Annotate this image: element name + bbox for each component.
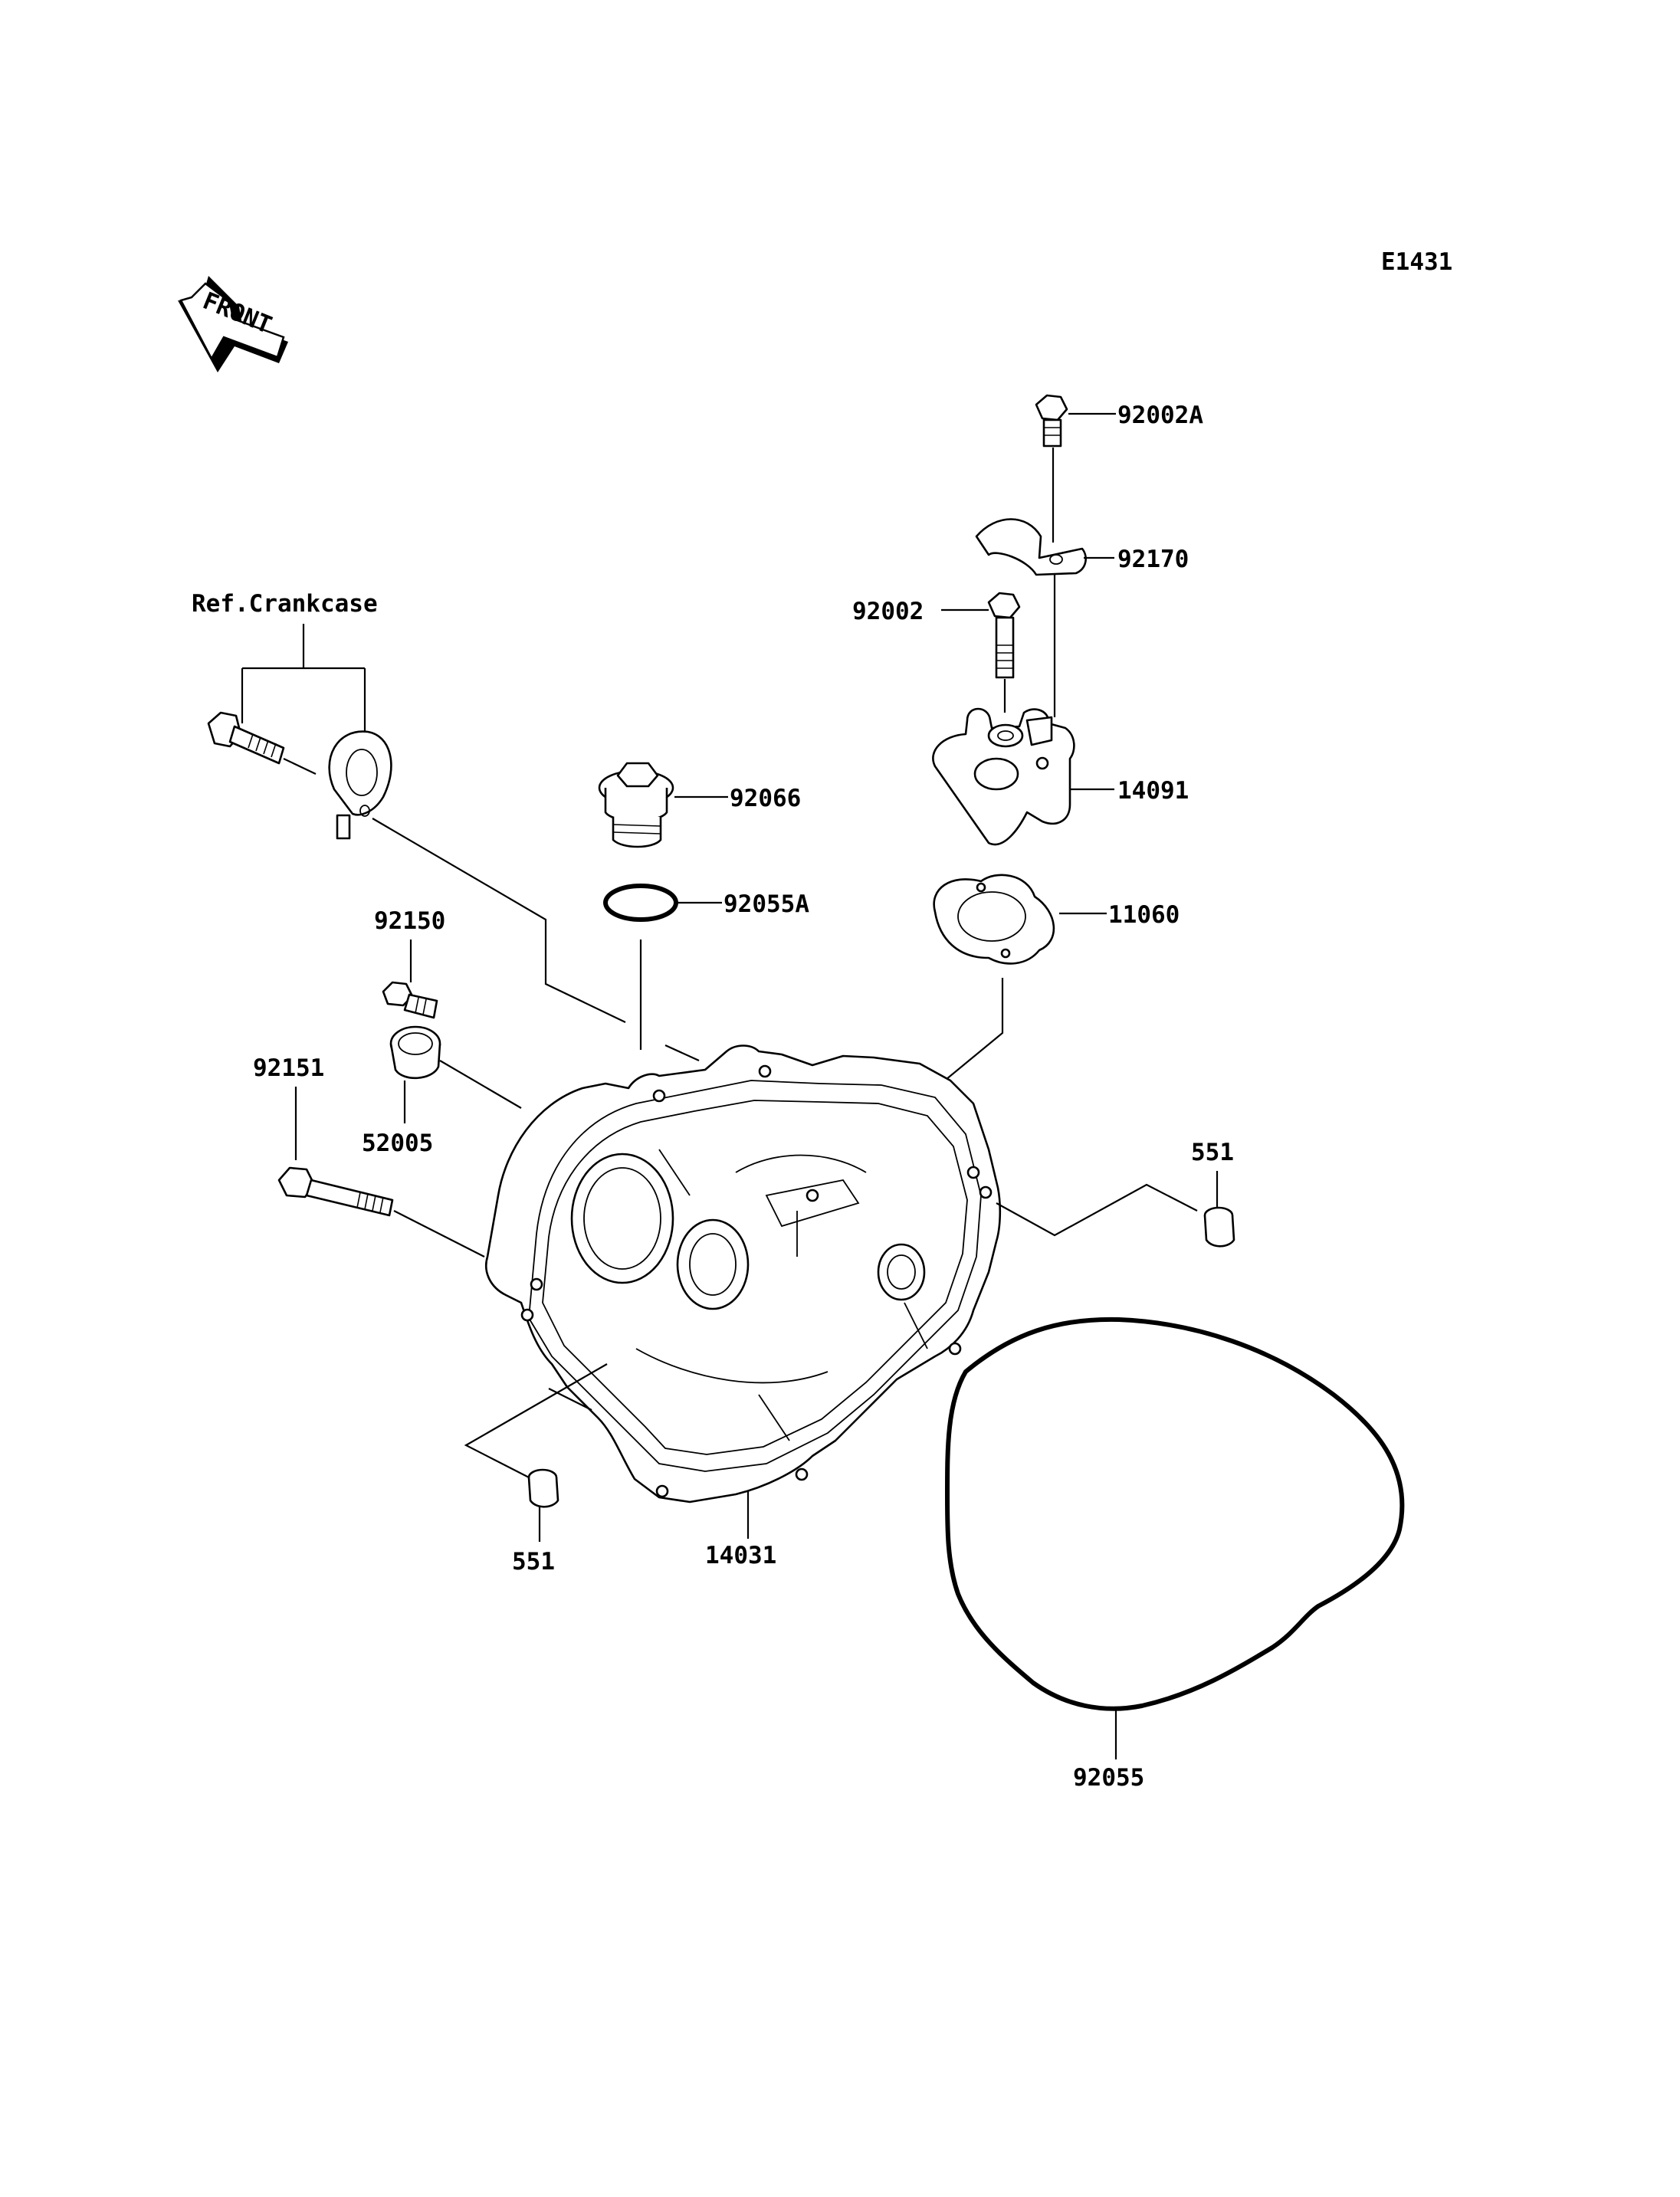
label-11060: 11060 — [1108, 901, 1180, 929]
plug-92066 — [598, 762, 674, 848]
leader-92151-case — [393, 1210, 485, 1258]
figure-code: E1431 — [1381, 248, 1452, 276]
oring-92055A — [603, 884, 678, 922]
label-92002: 92002 — [852, 598, 924, 625]
label-14031: 14031 — [705, 1542, 776, 1569]
leader-ref-washer-end — [664, 1044, 700, 1062]
clamp-92170 — [975, 518, 1087, 576]
label-551-right: 551 — [1191, 1139, 1234, 1166]
crankcase-bolt — [207, 711, 285, 765]
ref-crankcase-label: Ref.Crankcase — [192, 590, 378, 618]
front-arrow-icon: FRONT — [178, 276, 288, 372]
bolt-92002 — [987, 592, 1021, 679]
bolt-92002A — [1035, 394, 1068, 448]
leader-ref-washer — [372, 818, 626, 1023]
label-92170: 92170 — [1117, 546, 1189, 573]
leader-551-left-case-2 — [548, 1388, 592, 1411]
label-14091: 14091 — [1117, 777, 1189, 805]
crankcase-bracket-washer — [328, 730, 392, 840]
label-52005: 52005 — [362, 1130, 433, 1157]
screw-92150 — [382, 981, 438, 1019]
gasket-92055 — [945, 1317, 1405, 1711]
leader-551-right-case — [996, 1183, 1198, 1237]
label-92055A: 92055A — [724, 890, 809, 918]
bolt-92151 — [277, 1166, 394, 1217]
label-92151: 92151 — [253, 1054, 324, 1082]
cap-52005 — [389, 1025, 441, 1080]
dowel-551-right — [1203, 1206, 1235, 1248]
housing-14091 — [932, 707, 1075, 846]
label-551-left: 551 — [512, 1548, 555, 1576]
label-92150: 92150 — [374, 907, 445, 935]
label-92002A: 92002A — [1117, 402, 1203, 429]
leader-551-left-case — [464, 1363, 608, 1480]
ref-crankcase-bracket — [241, 624, 366, 736]
cover-14031 — [485, 1044, 1002, 1503]
label-92055: 92055 — [1073, 1764, 1144, 1792]
leader-ref-bolt — [283, 758, 317, 775]
label-92066: 92066 — [730, 785, 801, 812]
dowel-551-left — [527, 1468, 559, 1508]
leader-52005-case — [439, 1060, 522, 1109]
gasket-11060 — [933, 874, 1055, 965]
